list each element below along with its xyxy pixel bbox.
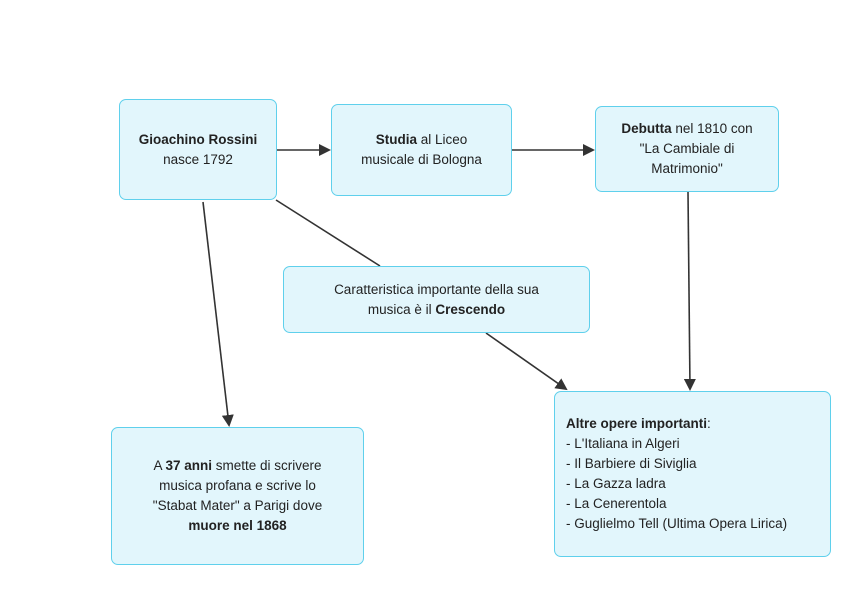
studia-text-1: al Liceo [416,132,468,147]
studia-bold: Studia [375,132,417,147]
crescendo-text-2: musica è il [367,301,436,317]
list-item: La Cenerentola [566,494,787,514]
line-rossini-to-crescendo [275,199,381,267]
anni-pre: A [153,458,166,473]
debutta-bold: Debutta [621,121,672,136]
crescendo-text-1: Caratteristica importante della sua [334,281,539,297]
altre-heading: Altre opere importanti [566,416,708,431]
node-gioachino-rossini: Gioachino Rossini nasce 1792 [119,99,277,200]
node-debutta: Debutta nel 1810 con "La Cambiale di Mat… [595,106,779,192]
rossini-birth: nasce 1792 [163,151,233,167]
list-item: Il Barbiere di Siviglia [566,454,787,474]
anni-bold-1: 37 anni [165,458,212,473]
node-37-anni: A 37 anni smette di scrivere musica prof… [111,427,364,565]
crescendo-bold: Crescendo [435,301,506,317]
anni-bold-2: muore nel 1868 [188,518,287,533]
debutta-text-1: nel 1810 con [671,121,753,136]
anni-text-2: musica profana e scrive lo [159,478,316,493]
node-crescendo: Caratteristica importante della sua musi… [283,266,590,333]
studia-text-2: musicale di Bologna [361,152,482,167]
list-item: Guglielmo Tell (Ultima Opera Lirica) [566,514,787,534]
arrow-rossini-to-37anni [202,201,234,427]
node-studia: Studia al Liceo musicale di Bologna [331,104,512,196]
arrow-debutta-to-altre [683,191,696,391]
list-item: L'Italiana in Algeri [566,434,787,454]
anni-text-1: smette di scrivere [212,458,322,473]
altre-list: L'Italiana in Algeri Il Barbiere di Sivi… [566,434,787,534]
anni-text-3: "Stabat Mater" a Parigi dove [152,498,323,513]
node-altre-opere: Altre opere importanti: L'Italiana in Al… [554,391,831,557]
debutta-text-3: Matrimonio" [651,161,723,176]
rossini-name: Gioachino Rossini [138,131,258,147]
debutta-text-2: "La Cambiale di [639,141,735,156]
list-item: La Gazza ladra [566,474,787,494]
arrow-crescendo-to-altre [485,332,568,391]
altre-suffix: : [707,416,711,431]
